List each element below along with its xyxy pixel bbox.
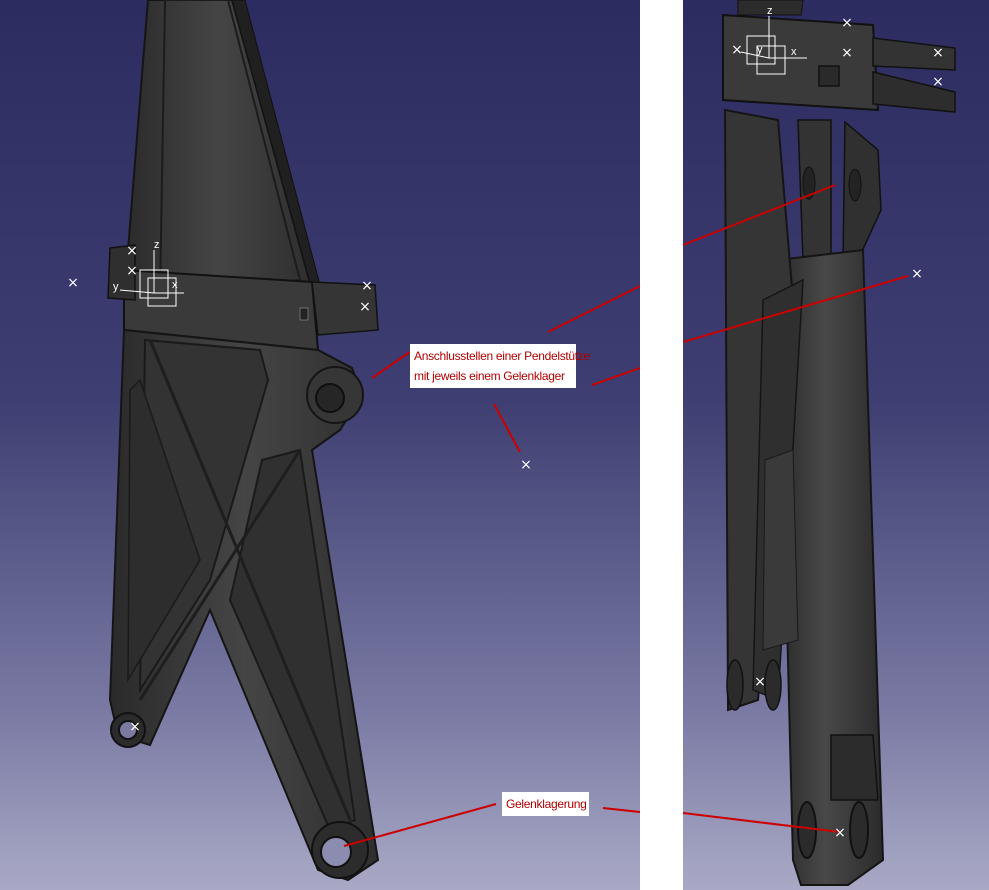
axis-label-z-right: z — [767, 5, 773, 17]
axis-label-z-left: z — [154, 239, 160, 251]
left-part-view: z y x — [107, 0, 640, 882]
callout-gelenklagerung[interactable]: Gelenklagerung — [502, 792, 589, 816]
leader-line-gelenk-right — [602, 807, 640, 813]
right-part-view: z y x — [683, 0, 956, 886]
leader-line-pendel-down — [493, 403, 521, 453]
anchor-mark: × — [359, 299, 371, 315]
axis-label-y-right: y — [757, 44, 763, 56]
anchor-mark: × — [754, 674, 766, 690]
anchor-mark: × — [834, 825, 846, 841]
axis-label-y-left: y — [113, 281, 119, 293]
anchor-mark: × — [841, 45, 853, 61]
anchor-mark: × — [911, 266, 923, 282]
leader-line-pendel-right-up — [547, 285, 640, 333]
leader-line-pendel-upper — [683, 184, 836, 246]
anchor-mark: × — [361, 278, 373, 294]
main-beam-front — [776, 248, 885, 886]
anchor-mark: × — [520, 457, 532, 473]
anchor-mark: × — [67, 275, 79, 291]
anchor-mark: × — [129, 719, 141, 735]
top-block — [722, 13, 880, 112]
leader-line-gelenk-left — [343, 803, 497, 847]
viewport-left[interactable]: z y x × × × × × × × Anschlusstellen eine… — [0, 0, 640, 890]
anchor-mark: × — [126, 263, 138, 279]
callout-pendelstuetze[interactable]: Anschlusstellen einer Pendelstütze mit j… — [410, 344, 590, 388]
axis-triad-right — [740, 16, 807, 75]
anchor-mark: × — [126, 243, 138, 259]
viewport-right[interactable]: z y x × × × × × × × × — [683, 0, 989, 890]
anchor-mark: × — [932, 74, 944, 90]
leader-line-pendel-right-down — [591, 367, 640, 386]
anchor-mark: × — [932, 45, 944, 61]
viewport-divider — [640, 0, 683, 890]
axis-triad-left — [119, 250, 184, 307]
leader-line-pendel-left — [371, 351, 411, 379]
axis-label-x-right: x — [791, 46, 797, 58]
leader-line-pendel-lower — [683, 275, 909, 343]
leader-line-gelenk — [683, 812, 841, 833]
axis-label-x-left: x — [172, 279, 178, 291]
callout-pendelstuetze-line1: Anschlusstellen einer Pendelstütze — [414, 349, 590, 363]
anchor-mark: × — [841, 15, 853, 31]
callout-gelenklagerung-label: Gelenklagerung — [506, 797, 587, 811]
callout-pendelstuetze-line2: mit jeweils einem Gelenklager — [414, 369, 565, 383]
anchor-mark: × — [731, 42, 743, 58]
